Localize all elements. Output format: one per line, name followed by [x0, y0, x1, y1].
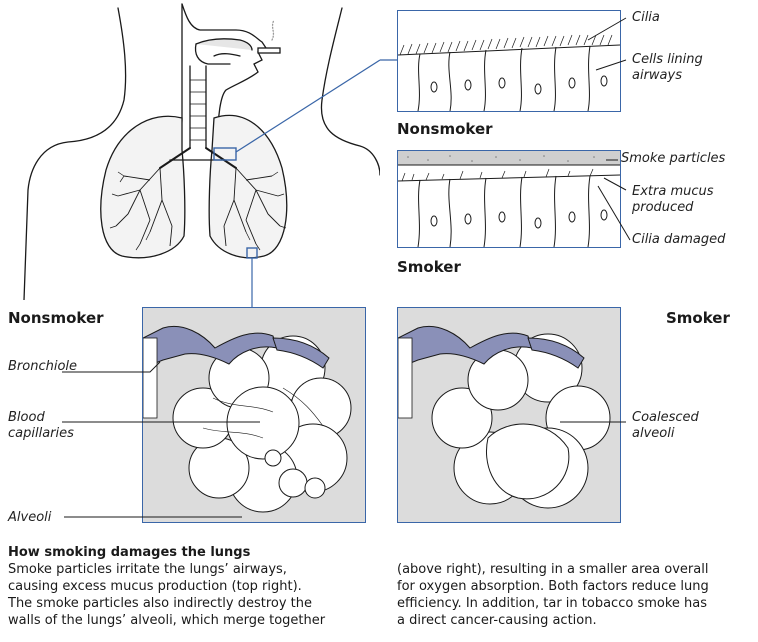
caption-right: (above right), resulting in a smaller ar… — [397, 561, 757, 629]
label-capillaries: capillaries — [8, 426, 74, 442]
caption-line: causing excess mucus production (top rig… — [8, 578, 378, 595]
caption-line: walls of the lungs’ alveoli, which merge… — [8, 612, 378, 629]
caption-left: How smoking damages the lungs Smoke part… — [8, 544, 378, 629]
label-alveoli-coalesced: alveoli — [632, 426, 674, 442]
caption-line: (above right), resulting in a smaller ar… — [397, 561, 757, 578]
caption-line: a direct cancer-causing action. — [397, 612, 757, 629]
label-alveoli: Alveoli — [8, 510, 51, 526]
heading-nonsmoker-bottom: Nonsmoker — [8, 309, 104, 327]
caption-line: efficiency. In addition, tar in tobacco … — [397, 595, 757, 612]
label-coalesced: Coalesced — [632, 410, 699, 426]
caption-line: Smoke particles irritate the lungs’ airw… — [8, 561, 378, 578]
caption-title: How smoking damages the lungs — [8, 544, 378, 561]
caption-line: The smoke particles also indirectly dest… — [8, 595, 378, 612]
label-blood: Blood — [8, 410, 45, 426]
caption-line: for oxygen absorption. Both factors redu… — [397, 578, 757, 595]
heading-smoker-bottom: Smoker — [666, 309, 730, 327]
label-bronchiole: Bronchiole — [8, 359, 77, 375]
